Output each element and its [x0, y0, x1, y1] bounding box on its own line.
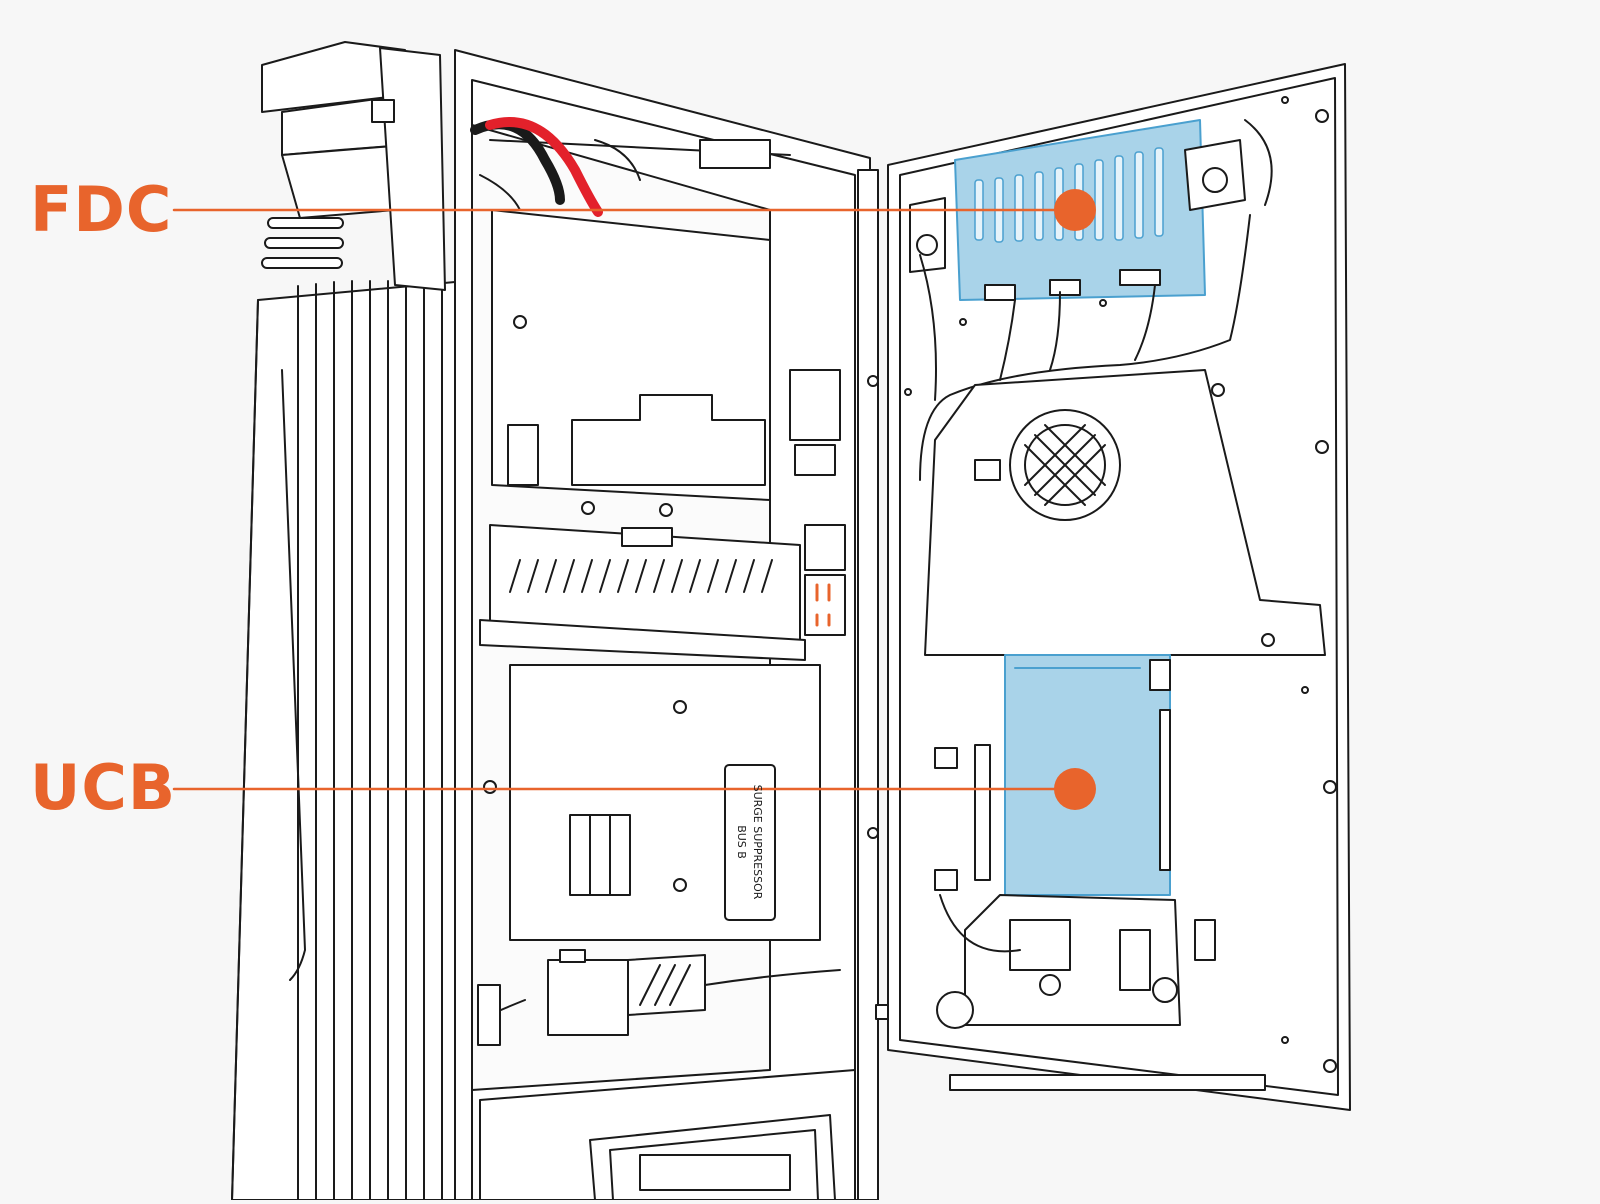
- fdc-callout-label: FDC: [30, 173, 173, 246]
- cabinet-pillar: [231, 41, 471, 1201]
- fdc-harness: [919, 214, 1251, 481]
- upper-enclosure: [491, 209, 771, 517]
- fan-housing: [924, 369, 1326, 656]
- surge-module: [477, 949, 841, 1046]
- vented-tray: [479, 524, 806, 661]
- placard: [724, 764, 776, 921]
- bottom-handle: [479, 1069, 856, 1201]
- door-hinge: [857, 169, 889, 1201]
- callout-dot-icon: [1054, 768, 1096, 810]
- door-lower-components: [934, 744, 1266, 1091]
- fdc-brackets: [909, 119, 1273, 273]
- door-screws: [904, 96, 1337, 1073]
- ucb-callout-label: UCB: [30, 751, 177, 824]
- callout-dot-icon: [1054, 189, 1096, 231]
- terminal-blocks: [789, 369, 846, 636]
- power-cables: [470, 117, 641, 217]
- placard-line1: SURGE SUPPRESSOR: [751, 785, 764, 900]
- placard-line2: BUS B: [735, 825, 748, 859]
